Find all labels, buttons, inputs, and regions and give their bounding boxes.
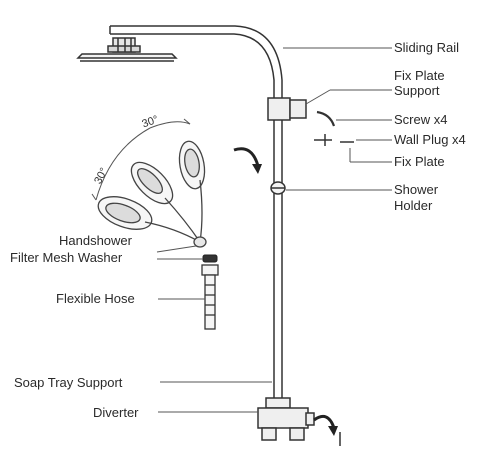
- label-soap-tray-support: Soap Tray Support: [14, 375, 123, 390]
- rotate-arrow-head: [252, 164, 262, 174]
- label-shower-holder-line1: Shower: [394, 182, 439, 197]
- label-flexible-hose: Flexible Hose: [56, 291, 135, 306]
- handshower-positions: [97, 140, 207, 248]
- rotation-arcs: [91, 118, 191, 201]
- fixing-parts: [314, 110, 354, 146]
- shower-holder: [270, 181, 286, 195]
- diverter-arrow-head: [328, 426, 338, 436]
- filter-mesh-washer: [202, 254, 218, 263]
- label-wall-plug: Wall Plug x4: [394, 132, 466, 147]
- diverter-arrow-icon: [313, 414, 336, 429]
- fix-plate-support: [267, 97, 307, 121]
- diverter: [257, 397, 315, 441]
- flexible-hose: [201, 264, 219, 330]
- label-fix-plate: Fix Plate: [394, 154, 445, 169]
- label-fix-plate-support-line1: Fix Plate: [394, 68, 445, 83]
- label-filter-mesh-washer: Filter Mesh Washer: [10, 250, 123, 265]
- rotate-arrow-icon: [233, 147, 260, 167]
- label-sliding-rail: Sliding Rail: [394, 40, 460, 55]
- sliding-rail: [109, 25, 283, 400]
- label-diverter: Diverter: [93, 405, 139, 420]
- label-shower-holder-line2: Holder: [394, 198, 433, 213]
- label-screw: Screw x4: [394, 112, 448, 127]
- label-handshower: Handshower: [59, 233, 132, 248]
- overhead-shower-head: [76, 37, 178, 62]
- label-fix-plate-support-line2: Support: [394, 83, 440, 98]
- leader-lines: [156, 47, 392, 413]
